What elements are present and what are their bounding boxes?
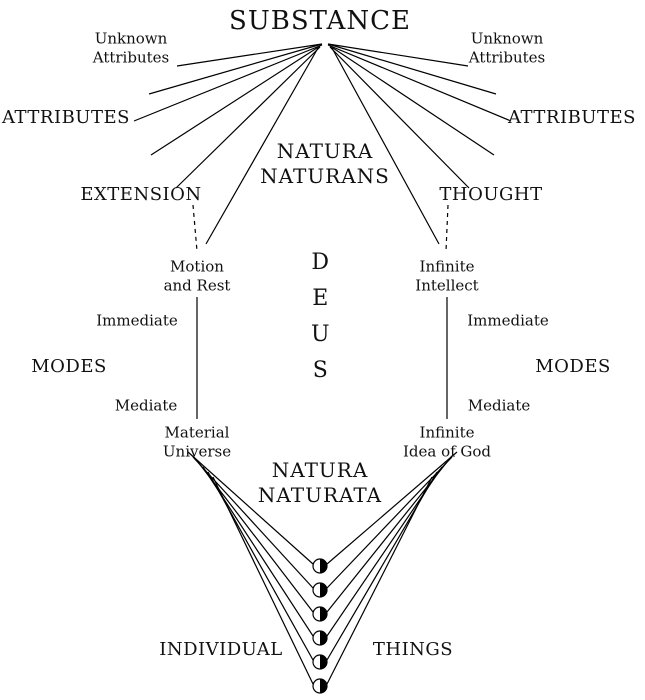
infinite-idea-of-god-label: Infinite Idea of God	[402, 423, 492, 460]
deus-label: DEUS	[307, 250, 333, 394]
individual-things-markers	[312, 558, 328, 694]
half-filled-circle	[312, 630, 328, 646]
individual-label: INDIVIDUAL	[159, 638, 283, 660]
half-filled-circle	[312, 582, 328, 598]
half-filled-circle	[312, 678, 328, 694]
material-universe-label: Material Universe	[162, 423, 232, 460]
thought-label: THOUGHT	[439, 183, 543, 205]
dashed-link-extension-motion	[192, 204, 198, 252]
extension-label: EXTENSION	[80, 183, 202, 205]
attributes-right-label: ATTRIBUTES	[508, 106, 636, 128]
convergence-lines-left	[187, 451, 314, 685]
mediate-right-label: Mediate	[467, 396, 531, 415]
motion-and-rest-label: Motion and Rest	[163, 257, 231, 294]
unknown-attributes-left-label: Unknown Attributes	[92, 29, 170, 66]
natura-naturata-label: NATURA NATURATA	[257, 458, 383, 507]
infinite-intellect-label: Infinite Intellect	[415, 257, 479, 294]
convergence-lines-right	[326, 451, 458, 685]
modes-right-label: MODES	[535, 355, 611, 377]
things-label: THINGS	[372, 638, 454, 660]
half-filled-circle	[312, 558, 328, 574]
substance-fan-right	[327, 43, 512, 245]
unknown-attributes-right-label: Unknown Attributes	[468, 29, 546, 66]
dashed-link-thought-intellect	[445, 204, 449, 252]
immediate-left-label: Immediate	[96, 311, 178, 330]
natura-naturans-label: NATURA NATURANS	[260, 139, 390, 188]
substance-label: SUBSTANCE	[229, 5, 411, 36]
mediate-left-label: Mediate	[114, 396, 178, 415]
modes-left-label: MODES	[31, 355, 107, 377]
immediate-right-label: Immediate	[467, 311, 549, 330]
substance-fan-left	[133, 43, 323, 245]
half-filled-circle	[312, 606, 328, 622]
half-filled-circle	[312, 654, 328, 670]
attributes-left-label: ATTRIBUTES	[2, 106, 130, 128]
